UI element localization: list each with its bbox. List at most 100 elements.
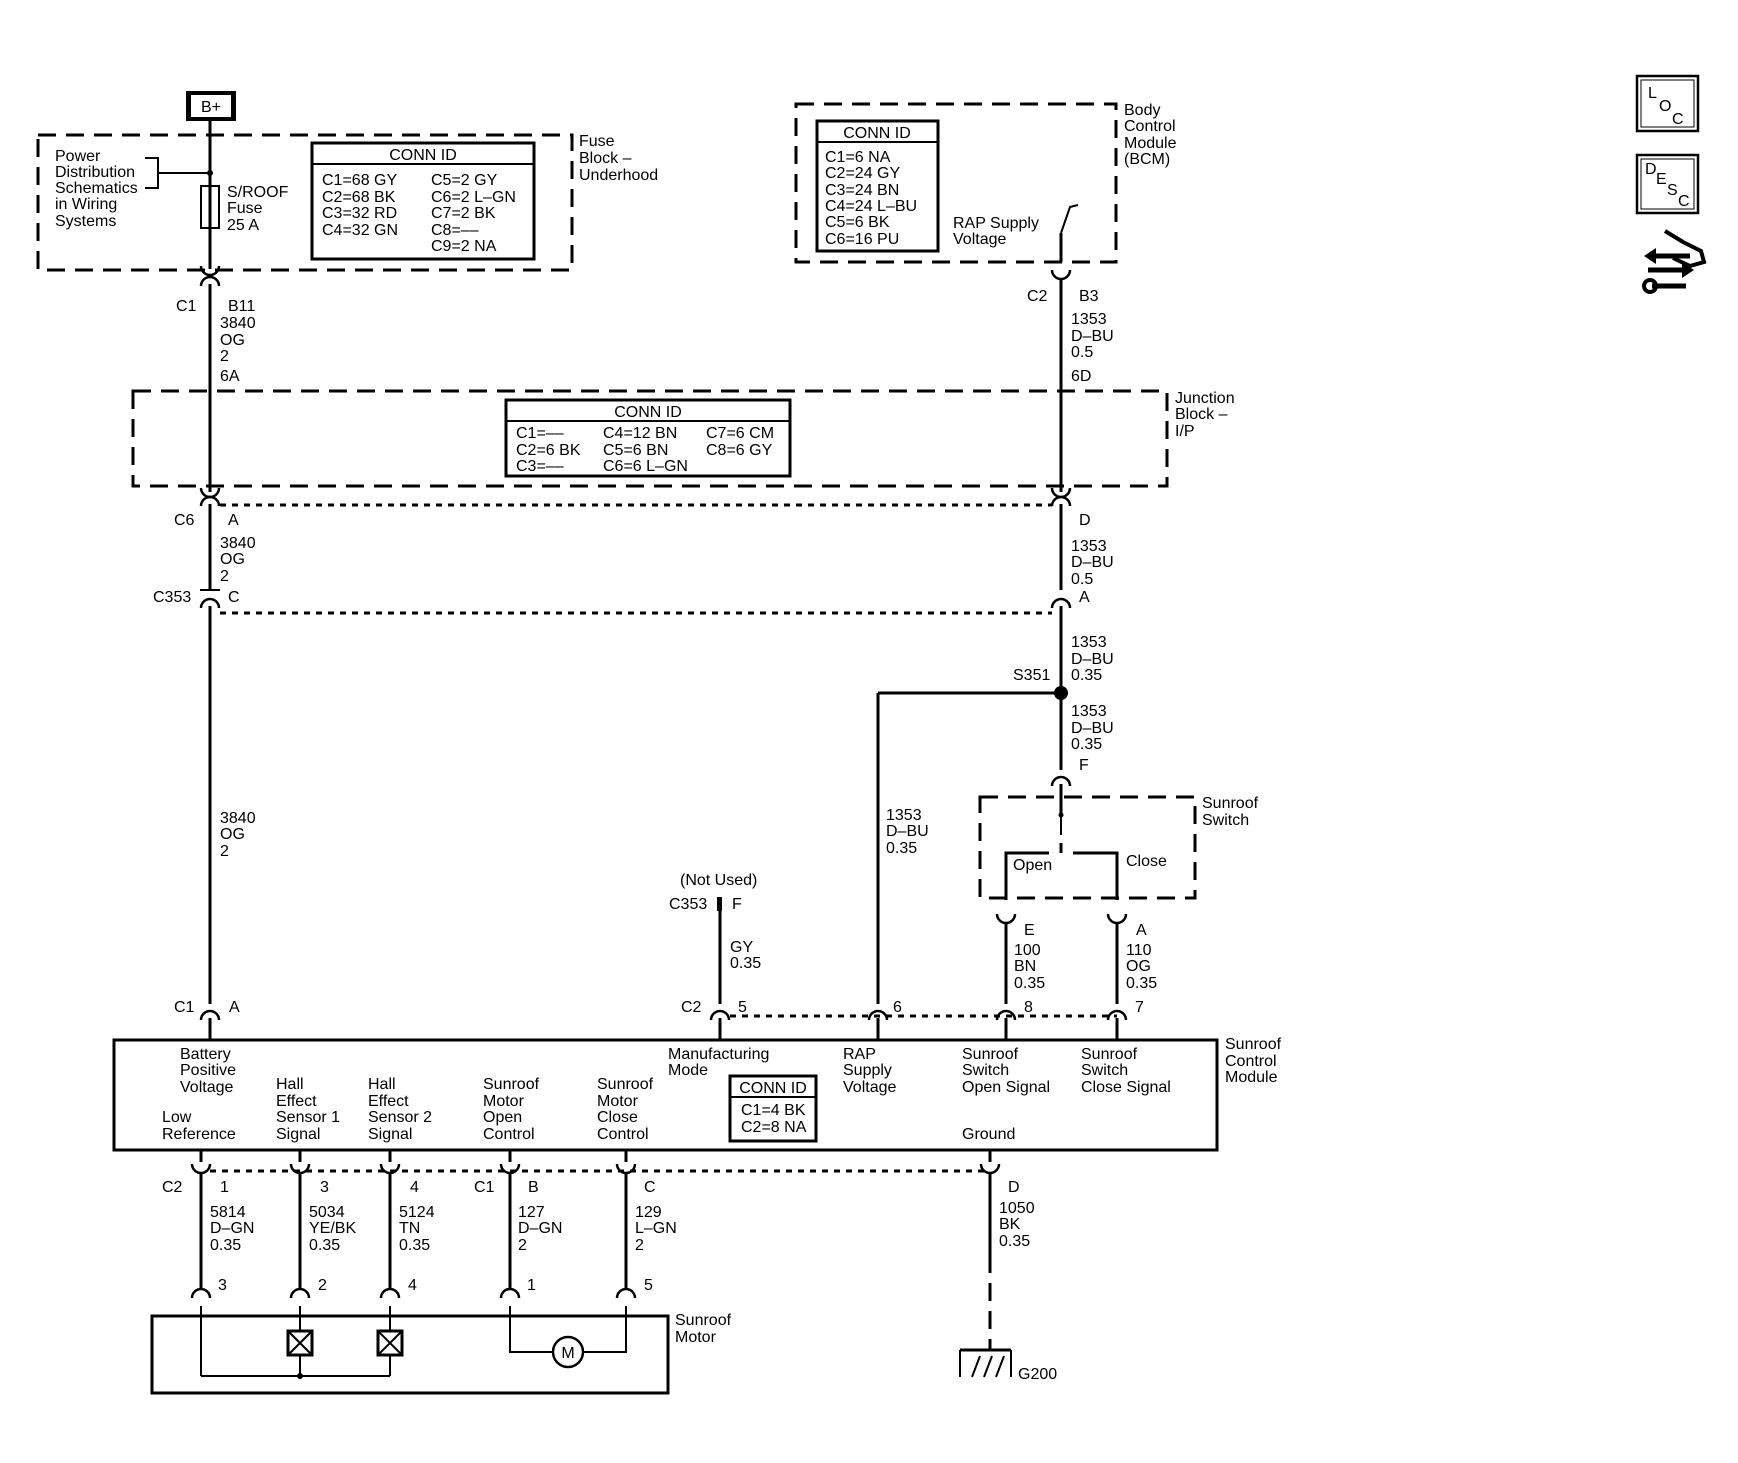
svg-text:Hall: Hall [276, 1076, 304, 1093]
switch-output-wires: E 100 BN 0.35 A 110 OG 0.35 [995, 913, 1157, 1040]
svg-text:BK: BK [999, 1216, 1021, 1233]
svg-text:2: 2 [518, 1237, 527, 1254]
svg-text:Control: Control [1225, 1053, 1277, 1070]
svg-text:Sunroof: Sunroof [1225, 1036, 1282, 1053]
svg-text:2: 2 [318, 1277, 327, 1294]
module-name: Sunroof Control Module [1225, 1036, 1282, 1086]
svg-text:8: 8 [1024, 999, 1033, 1016]
svg-text:S: S [1667, 182, 1678, 199]
svg-text:Schematics: Schematics [55, 180, 138, 197]
power-dist-bracket [145, 157, 210, 189]
svg-text:L–GN: L–GN [635, 1220, 677, 1237]
svg-text:C5=6 BK: C5=6 BK [825, 214, 890, 231]
battery-terminal: B+ [186, 91, 236, 121]
svg-text:C6=16 PU: C6=16 PU [825, 231, 899, 248]
svg-text:(Not Used): (Not Used) [680, 872, 757, 889]
svg-text:S351: S351 [1013, 667, 1050, 684]
bcm-name: Body Control Module (BCM) [1124, 102, 1177, 168]
svg-text:BN: BN [1014, 958, 1036, 975]
right-wire-labels: C2 B3 1353 D–BU 0.5 6D D 1353 D–BU 0.5 A… [886, 288, 1114, 857]
svg-text:RAP Supply: RAP Supply [953, 215, 1039, 232]
svg-text:Sunroof: Sunroof [1202, 795, 1259, 812]
svg-text:C8=6 GY: C8=6 GY [706, 442, 773, 459]
svg-text:2: 2 [220, 568, 229, 585]
svg-text:E: E [1656, 171, 1667, 188]
svg-text:D–BU: D–BU [1071, 328, 1114, 345]
svg-text:3840: 3840 [220, 315, 256, 332]
svg-text:D–BU: D–BU [1071, 651, 1114, 668]
fuse-block-name: Fuse Block – Underhood [579, 133, 658, 184]
sunroof-motor [150, 1314, 670, 1395]
hall-sensor-2-icon [376, 1329, 404, 1357]
svg-text:C6=6 L–GN: C6=6 L–GN [603, 458, 688, 475]
svg-text:Voltage: Voltage [953, 231, 1006, 248]
svg-text:F: F [732, 896, 742, 913]
svg-text:L: L [1648, 85, 1657, 102]
desc-icon[interactable]: D E S C [1635, 153, 1700, 215]
svg-text:(BCM): (BCM) [1124, 151, 1170, 168]
svg-text:C: C [1678, 193, 1690, 210]
svg-text:1: 1 [220, 1179, 229, 1196]
svg-text:Effect: Effect [368, 1093, 409, 1110]
svg-text:F: F [1079, 757, 1089, 774]
svg-text:CONN ID: CONN ID [739, 1080, 807, 1097]
svg-text:C353: C353 [669, 896, 707, 913]
svg-text:3: 3 [218, 1277, 227, 1294]
svg-text:C6: C6 [174, 512, 195, 529]
junction-block-conn-id: CONN ID C1=–– C2=6 BK C3=–– C4=12 BN C5=… [504, 398, 792, 478]
svg-text:C: C [228, 589, 240, 606]
svg-text:Signal: Signal [276, 1126, 320, 1143]
svg-text:1353: 1353 [1071, 634, 1107, 651]
svg-text:Fuse: Fuse [227, 200, 263, 217]
svg-text:Block –: Block – [1175, 406, 1228, 423]
svg-text:100: 100 [1014, 942, 1041, 959]
svg-text:5034: 5034 [309, 1204, 345, 1221]
svg-text:Block –: Block – [579, 150, 632, 167]
svg-text:A: A [228, 512, 239, 529]
svg-text:0.35: 0.35 [309, 1237, 340, 1254]
battery-label: B+ [201, 99, 221, 116]
svg-text:A: A [1136, 922, 1147, 939]
svg-text:Module: Module [1124, 135, 1177, 152]
svg-text:1353: 1353 [1071, 538, 1107, 555]
svg-text:7: 7 [1135, 999, 1144, 1016]
svg-text:CONN ID: CONN ID [843, 125, 911, 142]
sunroof-switch-contacts: Open Close [1004, 812, 1167, 900]
svg-text:0.35: 0.35 [399, 1237, 430, 1254]
svg-text:Motor: Motor [597, 1093, 639, 1110]
svg-text:5: 5 [738, 999, 747, 1016]
svg-text:0.35: 0.35 [730, 955, 761, 972]
svg-text:C7=6 CM: C7=6 CM [706, 425, 774, 442]
svg-text:Voltage: Voltage [843, 1079, 896, 1096]
svg-text:0.5: 0.5 [1071, 571, 1093, 588]
svg-text:2: 2 [220, 348, 229, 365]
svg-text:D–GN: D–GN [210, 1220, 254, 1237]
svg-text:A: A [1079, 589, 1090, 606]
svg-text:A: A [229, 999, 240, 1016]
svg-text:Control: Control [483, 1126, 535, 1143]
svg-text:D: D [1008, 1179, 1020, 1196]
svg-text:D–BU: D–BU [1071, 720, 1114, 737]
svg-text:0.35: 0.35 [1071, 736, 1102, 753]
svg-text:C1=68 GY: C1=68 GY [322, 172, 397, 189]
svg-text:Ground: Ground [962, 1126, 1015, 1143]
svg-text:C2=6 BK: C2=6 BK [516, 442, 581, 459]
svg-text:D: D [1079, 512, 1091, 529]
svg-text:2: 2 [220, 843, 229, 860]
svg-text:Underhood: Underhood [579, 167, 658, 184]
svg-text:5814: 5814 [210, 1204, 246, 1221]
left-wire-labels: C1 B11 3840 OG 2 6A C6 A 3840 OG 2 C353 … [153, 298, 256, 1016]
wrench-arrows-icon[interactable] [1642, 229, 1707, 294]
svg-text:Open Signal: Open Signal [962, 1079, 1050, 1096]
svg-text:C1: C1 [176, 298, 197, 315]
svg-text:C6=2 L–GN: C6=2 L–GN [431, 189, 516, 206]
svg-text:C8=––: C8=–– [431, 222, 479, 239]
svg-text:Sunroof: Sunroof [1081, 1046, 1138, 1063]
svg-text:C5=2 GY: C5=2 GY [431, 172, 498, 189]
loc-icon[interactable]: L O C [1635, 74, 1700, 133]
left-power-wire [199, 121, 221, 1040]
svg-text:Motor: Motor [483, 1093, 525, 1110]
svg-text:C1: C1 [174, 999, 195, 1016]
svg-text:Manufacturing: Manufacturing [668, 1046, 769, 1063]
svg-text:6: 6 [893, 999, 902, 1016]
